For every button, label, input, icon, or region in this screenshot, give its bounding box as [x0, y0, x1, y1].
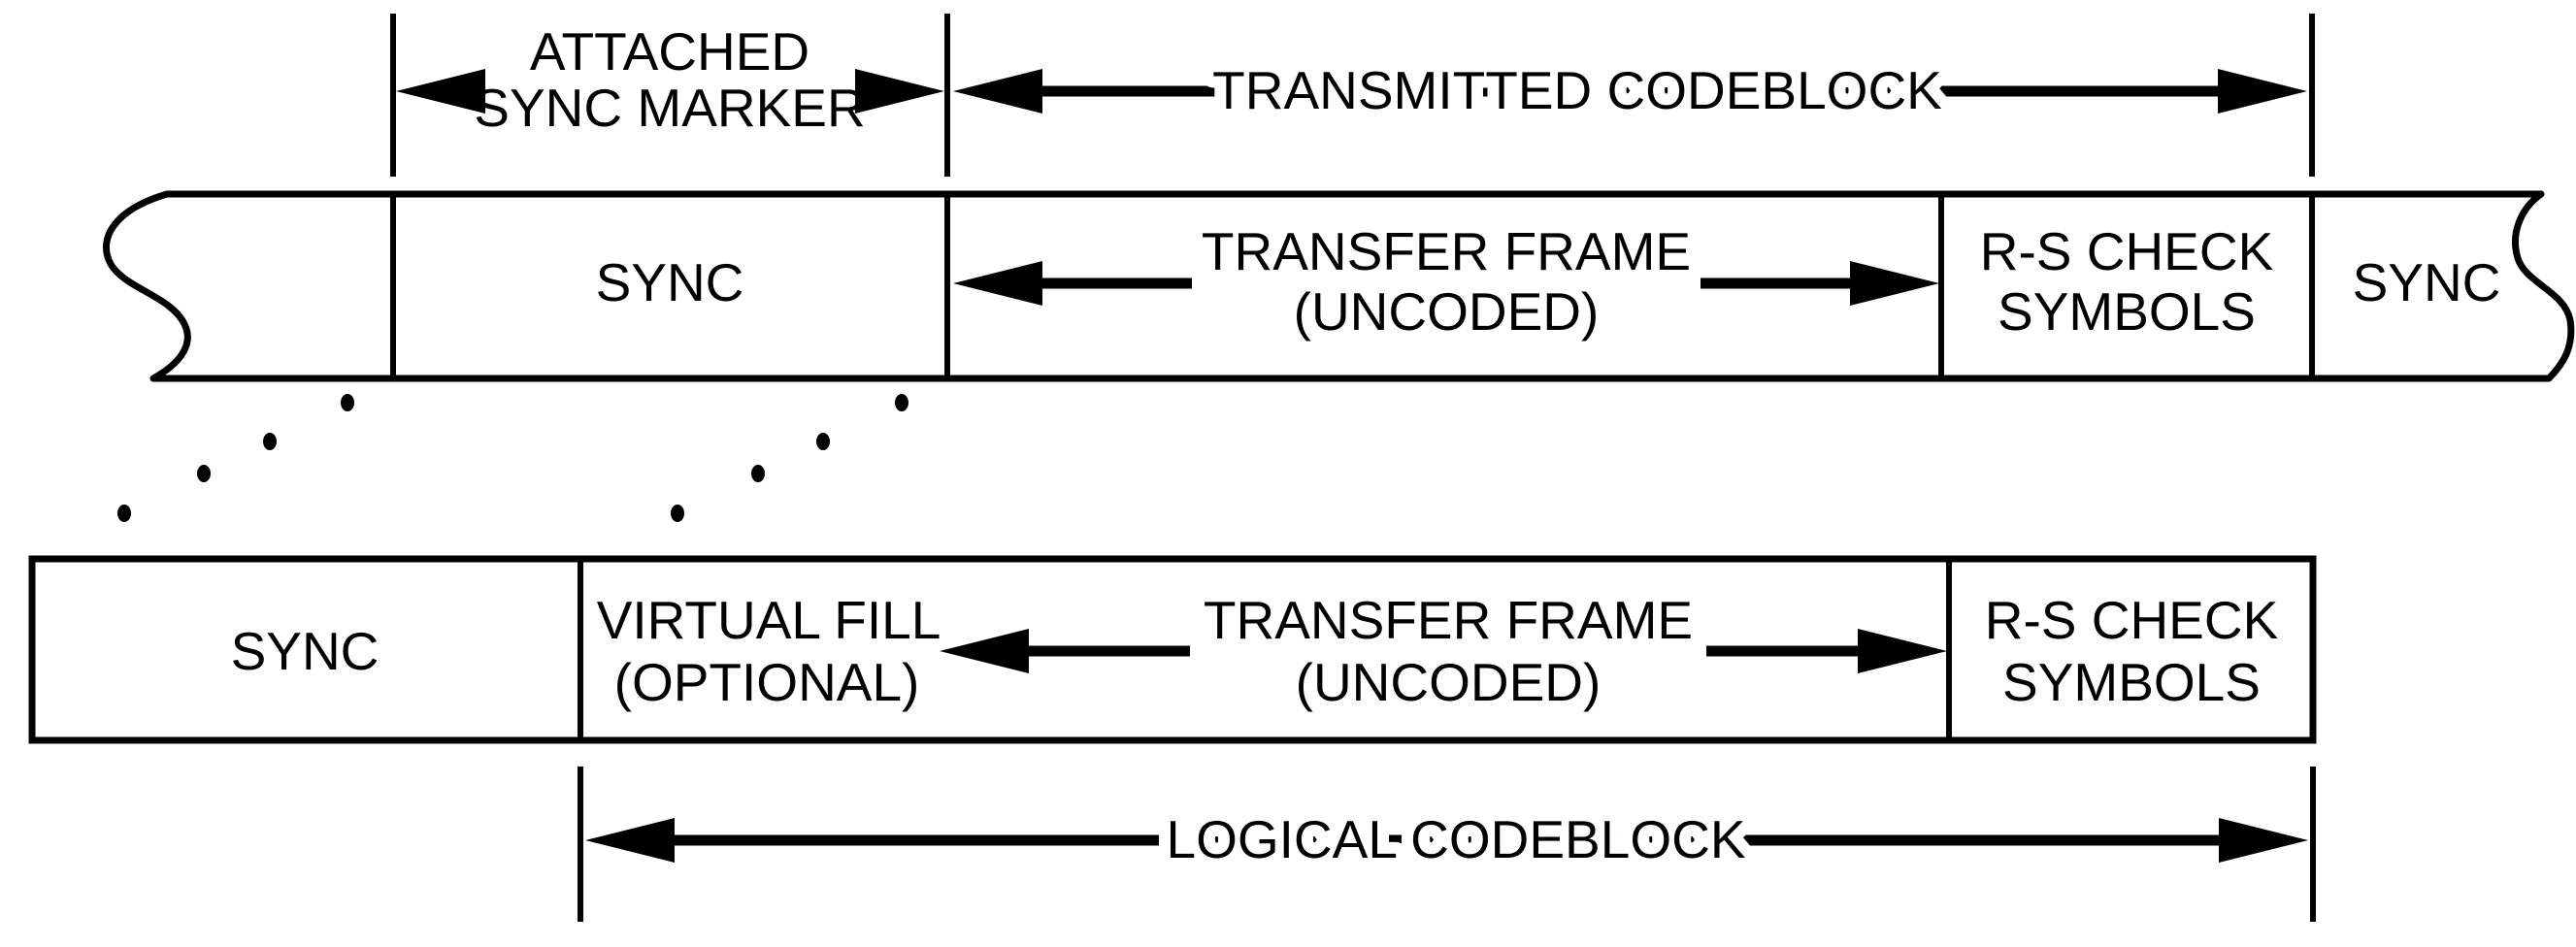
mapping-dots: [117, 394, 908, 522]
logical-codeblock-bar: SYNC VIRTUAL FILL (OPTIONAL) TRANSFER FR…: [28, 555, 2317, 744]
field-label-virtual-fill-line2: (OPTIONAL): [614, 652, 920, 712]
field-label-sync-right: SYNC: [2353, 252, 2501, 312]
arrowhead-right-icon: [2219, 818, 2308, 863]
attached-sync-marker-dimension: ATTACHED SYNC MARKER: [396, 21, 944, 138]
transmitted-codeblock-label: TRANSMITTED CODEBLOCK: [1212, 60, 1942, 120]
field-label-rs-check-line1: R-S CHECK: [1980, 221, 2274, 281]
torn-edge-right: [2512, 190, 2575, 382]
arrowhead-left-icon: [953, 69, 1042, 114]
torn-edge-left: [103, 190, 191, 382]
continuation-dot: [751, 465, 765, 482]
top-extent-ticks: [390, 14, 2315, 177]
continuation-dot: [341, 394, 354, 411]
arrowhead-right-icon: [1858, 629, 1947, 673]
transmitted-codeblock-dimension: TRANSMITTED CODEBLOCK: [953, 49, 2307, 132]
logical-codeblock-label: LOGICAL CODEBLOCK: [1166, 809, 1745, 869]
field-label-transfer-frame-line2: (UNCODED): [1296, 652, 1602, 712]
bar-outline: [28, 555, 2317, 744]
arrowhead-left-icon: [940, 629, 1029, 673]
continuation-dot: [671, 505, 684, 522]
arrowhead-right-icon: [1850, 261, 1939, 306]
field-label-transfer-frame-line1: TRANSFER FRAME: [1202, 221, 1691, 281]
transmitted-codeblock-bar: SYNC TRANSFER FRAME (UNCODED) R-S CHECK …: [103, 190, 2575, 382]
field-label-transfer-frame-line2: (UNCODED): [1294, 281, 1600, 342]
continuation-dot: [895, 394, 908, 411]
continuation-dot: [263, 433, 277, 450]
continuation-dot: [816, 433, 830, 450]
field-label-virtual-fill-line1: VIRTUAL FILL: [597, 590, 941, 650]
field-label-sync: SYNC: [231, 621, 380, 681]
field-label-rs-check-line2: SYMBOLS: [2002, 652, 2261, 712]
arrowhead-right-icon: [2218, 69, 2307, 114]
arrowhead-left-icon: [396, 69, 485, 114]
field-label-transfer-frame-line1: TRANSFER FRAME: [1204, 590, 1693, 650]
field-label-rs-check-line2: SYMBOLS: [1998, 281, 2256, 342]
continuation-dot: [117, 505, 131, 522]
field-label-sync-left: SYNC: [596, 252, 744, 312]
logical-codeblock-dimension: LOGICAL CODEBLOCK: [578, 767, 2316, 922]
arrowhead-left-icon: [585, 818, 675, 863]
field-label-rs-check-line1: R-S CHECK: [1985, 590, 2279, 650]
arrowhead-right-icon: [855, 69, 944, 114]
attached-sync-marker-label-line2: SYNC MARKER: [474, 78, 865, 138]
attached-sync-marker-label-line1: ATTACHED: [530, 21, 809, 82]
arrowhead-left-icon: [953, 261, 1042, 306]
continuation-dot: [197, 465, 211, 482]
